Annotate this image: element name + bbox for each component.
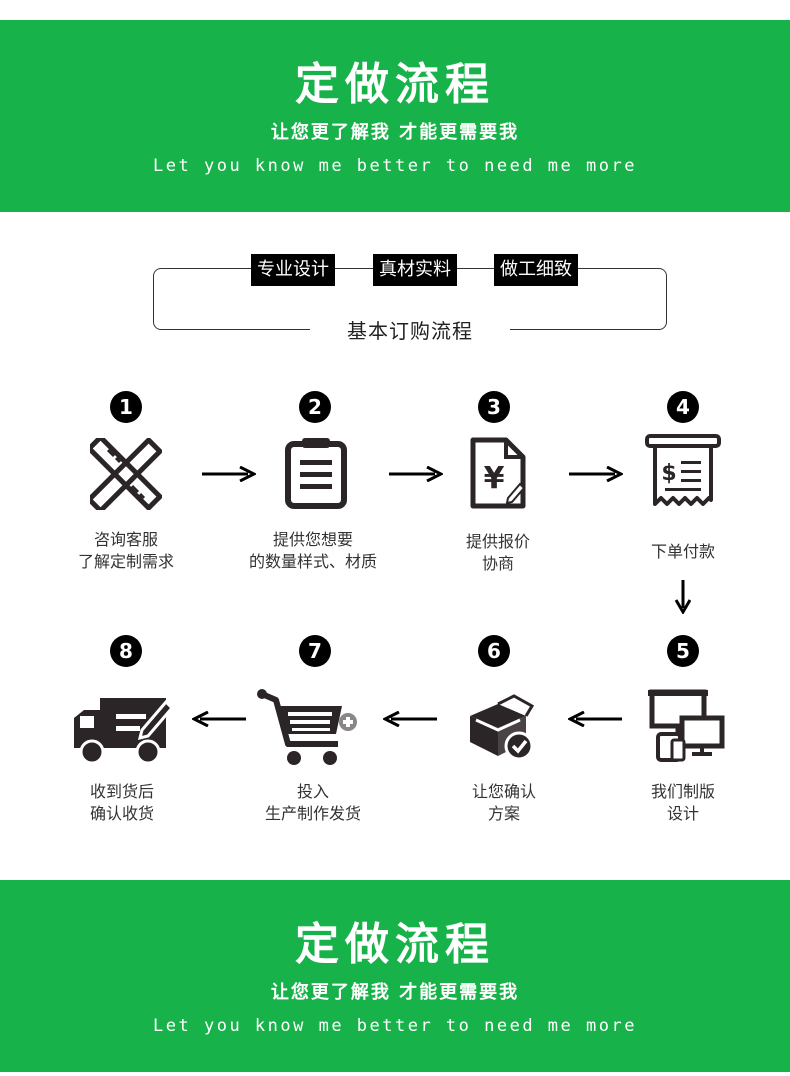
step-number-1: 1: [110, 391, 142, 423]
step-label-line: 了解定制需求: [77, 552, 174, 571]
step-label-2: 提供您想要 的数量样式、材质: [233, 529, 393, 573]
step-label-4: 下单付款: [603, 541, 763, 563]
tag-professional-design: 专业设计: [251, 254, 335, 286]
step-number-7: 7: [299, 635, 331, 667]
banner-subtitle: 让您更了解我 才能更需要我: [270, 982, 520, 1003]
arrow-right-icon: [389, 466, 443, 482]
svg-text:¥: ¥: [484, 461, 505, 496]
step-label-5: 我们制版 设计: [603, 781, 763, 825]
step-label-line: 提供报价: [465, 532, 530, 551]
step-label-1: 咨询客服 了解定制需求: [46, 529, 206, 573]
step-label-line: 协商: [481, 554, 514, 573]
step-label-line: 投入: [296, 782, 329, 801]
devices-icon: [648, 689, 725, 762]
step-label-6: 让您确认 方案: [424, 781, 584, 825]
receipt-icon: $: [645, 434, 721, 506]
step-number-6: 6: [478, 635, 510, 667]
step-number-3: 3: [478, 391, 510, 423]
banner-title: 定做流程: [295, 919, 495, 970]
tag-real-materials: 真材实料: [373, 254, 457, 286]
svg-text:$: $: [661, 461, 676, 486]
arrow-down-icon: [675, 580, 691, 614]
delivery-truck-icon: [74, 698, 174, 765]
step-label-line: 我们制版: [650, 782, 715, 801]
arrow-left-icon: [568, 711, 622, 727]
step-label-8: 收到货后 确认收货: [42, 781, 202, 825]
arrow-right-icon: [569, 466, 623, 482]
banner-english: Let you know me better to need me more: [153, 156, 637, 176]
box-check-icon: [470, 694, 535, 761]
tag-fine-workmanship: 做工细致: [494, 254, 578, 286]
step-number-4: 4: [667, 391, 699, 423]
step-label-7: 投入 生产制作发货: [233, 781, 393, 825]
shopping-cart-icon: [257, 689, 357, 765]
step-number-5: 5: [667, 635, 699, 667]
arrow-left-icon: [192, 711, 246, 727]
step-label-line: 生产制作发货: [264, 804, 361, 823]
top-banner: 定做流程 让您更了解我 才能更需要我 Let you know me bette…: [0, 20, 790, 212]
yuan-document-icon: ¥: [470, 437, 526, 509]
arrow-left-icon: [383, 711, 437, 727]
arrow-right-icon: [202, 466, 256, 482]
step-label-line: 下单付款: [650, 542, 715, 561]
ruler-pencil-icon: [90, 438, 162, 510]
step-label-line: 确认收货: [89, 804, 154, 823]
step-label-line: 收到货后: [89, 782, 154, 801]
step-label-line: 方案: [487, 804, 520, 823]
step-label-3: 提供报价 协商: [418, 531, 578, 575]
bottom-banner: 定做流程 让您更了解我 才能更需要我 Let you know me bette…: [0, 880, 790, 1072]
section-title: 基本订购流程: [310, 315, 510, 347]
step-label-line: 设计: [666, 804, 699, 823]
step-label-line: 提供您想要: [272, 530, 353, 549]
step-label-line: 的数量样式、材质: [248, 552, 377, 571]
step-number-8: 8: [110, 635, 142, 667]
banner-title: 定做流程: [295, 59, 495, 110]
clipboard-icon: [285, 438, 347, 509]
banner-subtitle: 让您更了解我 才能更需要我: [270, 122, 520, 143]
step-label-line: 咨询客服: [93, 530, 158, 549]
banner-english: Let you know me better to need me more: [153, 1016, 637, 1036]
step-label-line: 让您确认: [471, 782, 536, 801]
step-number-2: 2: [299, 391, 331, 423]
